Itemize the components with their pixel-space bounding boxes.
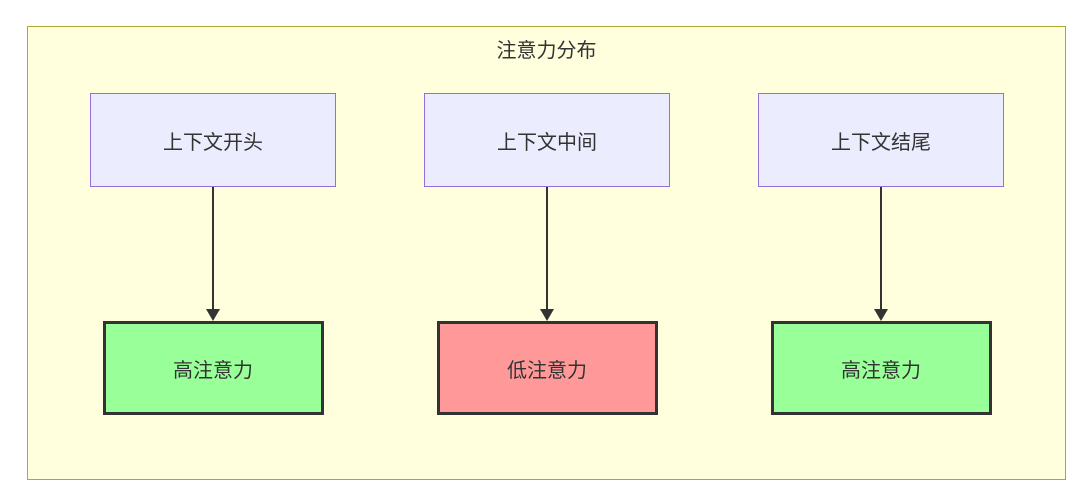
node-high-attention-1: 高注意力 — [102, 321, 324, 415]
arrow-context-middle-to-low — [540, 187, 554, 321]
node-context-middle: 上下文中间 — [424, 93, 670, 187]
node-low-attention: 低注意力 — [436, 321, 658, 415]
arrow-context-start-to-high — [206, 187, 220, 321]
arrow-line — [212, 187, 214, 309]
arrow-context-end-to-high — [874, 187, 888, 321]
arrowhead-icon — [206, 309, 220, 321]
node-context-end-label: 上下文结尾 — [831, 131, 931, 154]
node-context-middle-label: 上下文中间 — [497, 131, 597, 154]
flow-column-context-middle: 上下文中间 低注意力 — [424, 93, 670, 415]
diagram-title: 注意力分布 — [496, 40, 597, 62]
flow-column-context-start: 上下文开头 高注意力 — [90, 93, 336, 415]
flow-column-context-end: 上下文结尾 高注意力 — [758, 93, 1004, 415]
node-context-start-label: 上下文开头 — [163, 131, 263, 154]
node-high-attention-2: 高注意力 — [770, 321, 992, 415]
arrow-line — [546, 187, 548, 309]
node-context-end: 上下文结尾 — [758, 93, 1004, 187]
arrow-line — [880, 187, 882, 309]
node-high-attention-1-label: 高注意力 — [173, 359, 253, 382]
node-low-attention-label: 低注意力 — [507, 359, 587, 382]
arrowhead-icon — [874, 309, 888, 321]
node-context-start: 上下文开头 — [90, 93, 336, 187]
node-high-attention-2-label: 高注意力 — [841, 359, 921, 382]
arrowhead-icon — [540, 309, 554, 321]
